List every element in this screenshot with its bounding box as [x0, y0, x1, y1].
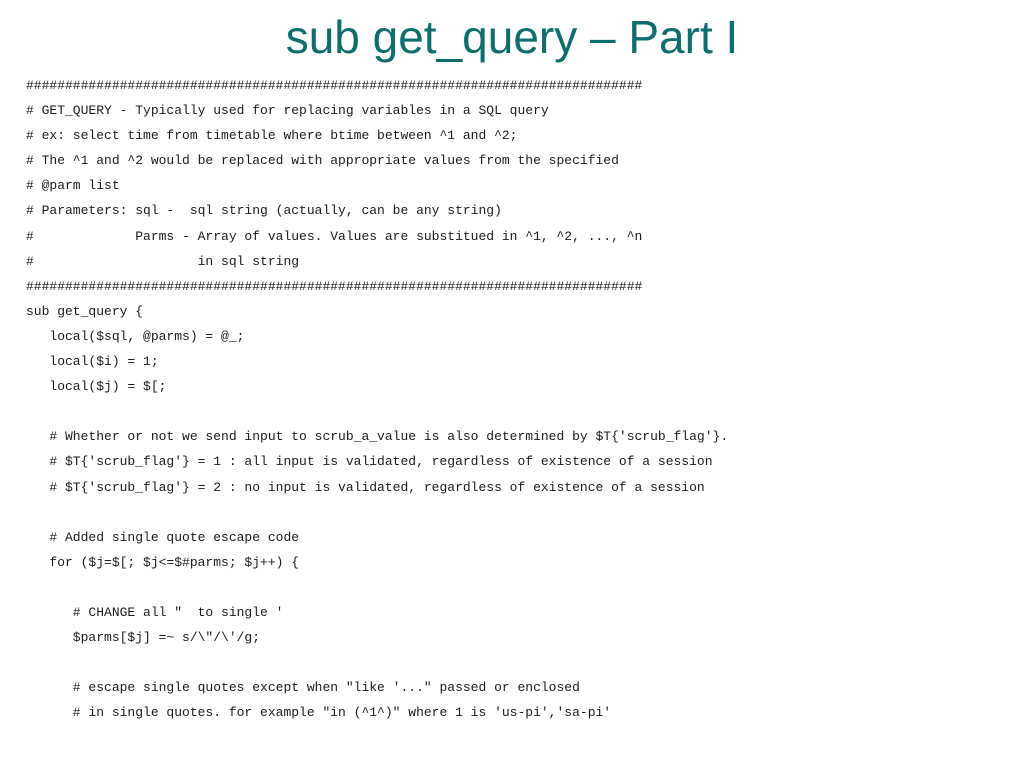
code-line: for ($j=$[; $j<=$#parms; $j++) {: [26, 554, 300, 570]
code-line: # Parms - Array of values. Values are su…: [26, 228, 643, 244]
code-line: # in single quotes. for example "in (^1^…: [26, 705, 612, 721]
code-line: [26, 500, 1006, 525]
slide-title: sub get_query – Part I: [285, 11, 739, 63]
code-line: ########################################…: [26, 278, 643, 294]
code-line: # escape single quotes except when "like…: [26, 680, 580, 696]
code-line: # Added single quote escape code: [26, 529, 300, 545]
code-line: sub get_query {: [26, 303, 144, 319]
code-line: # The ^1 and ^2 would be replaced with a…: [26, 153, 619, 169]
code-line: # @parm list: [26, 178, 120, 194]
code-line: # GET_QUERY - Typically used for replaci…: [26, 103, 549, 119]
code-line: # Parameters: sql - sql string (actually…: [26, 203, 502, 219]
code-line: [26, 575, 1006, 600]
code-line: [26, 399, 1006, 424]
code-line: # $T{'scrub_flag'} = 2 : no input is val…: [26, 479, 705, 495]
code-block: ########################################…: [26, 73, 1006, 725]
code-line: # CHANGE all " to single ': [26, 604, 284, 620]
code-line: [26, 650, 1006, 675]
code-line: ########################################…: [26, 78, 643, 93]
code-line: # Whether or not we send input to scrub_…: [26, 429, 729, 445]
code-line: # $T{'scrub_flag'} = 1 : all input is va…: [26, 454, 713, 470]
code-line: local($sql, @parms) = @_;: [26, 328, 245, 344]
code-line: local($i) = 1;: [26, 354, 159, 370]
code-line: local($j) = $[;: [26, 379, 167, 395]
code-line: # in sql string: [26, 253, 300, 269]
code-line: $parms[$j] =~ s/\"/\'/g;: [26, 630, 261, 646]
code-line: # ex: select time from timetable where b…: [26, 128, 518, 144]
